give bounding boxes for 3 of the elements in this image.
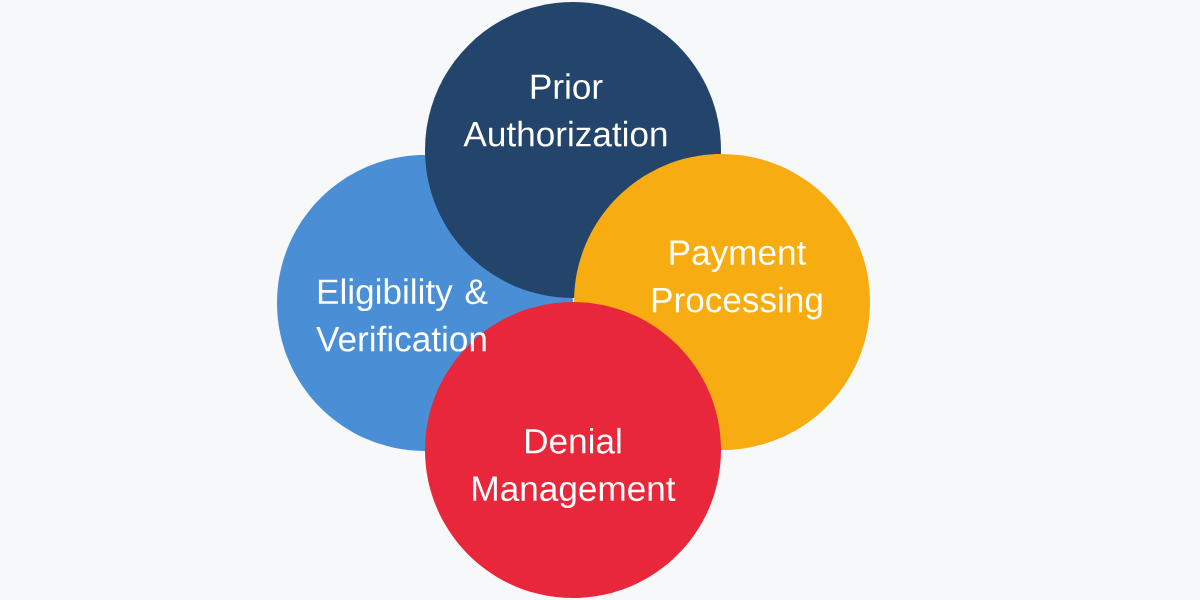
circle-label: Denial Management	[473, 427, 676, 509]
circle-label: Payment Processing	[652, 240, 822, 320]
circle-label: Prior Authorization	[463, 73, 667, 147]
